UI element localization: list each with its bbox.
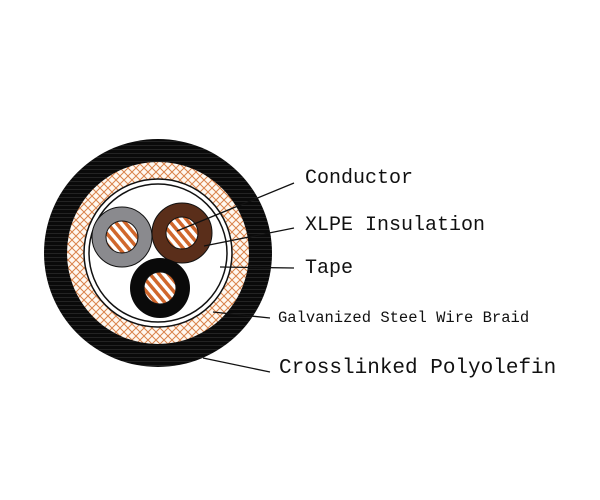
label-conductor: Conductor [305, 167, 414, 190]
label-xlpe-insulation: XLPE Insulation [305, 214, 486, 237]
core-brown [151, 202, 213, 264]
core-gray [91, 206, 153, 268]
label-steel-wire-braid: Galvanized Steel Wire Braid [278, 309, 530, 327]
core-black [130, 258, 190, 318]
leader-lines [176, 182, 295, 373]
label-crosslinked-polyolefin: Crosslinked Polyolefin [279, 357, 557, 380]
label-tape: Tape [305, 257, 354, 280]
